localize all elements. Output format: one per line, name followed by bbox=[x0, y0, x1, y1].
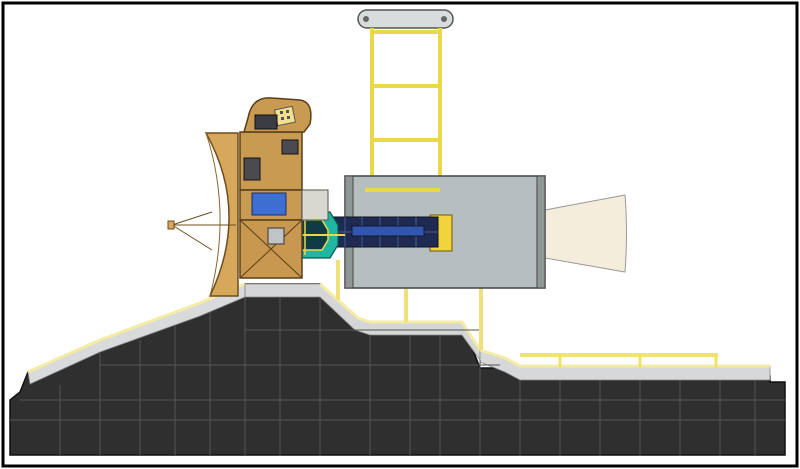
dish-antenna bbox=[167, 132, 239, 297]
stand-panel-grid bbox=[10, 297, 785, 455]
spacecraft-bus bbox=[239, 97, 329, 279]
stand-edge-center bbox=[318, 282, 482, 351]
payload-module bbox=[329, 214, 453, 252]
cylinder-supports bbox=[336, 260, 483, 350]
hoist-beam-pin-right bbox=[441, 16, 447, 22]
dish-feed bbox=[167, 220, 175, 230]
engine-nozzle bbox=[544, 194, 627, 273]
hoist-beam-pin-left bbox=[363, 16, 369, 22]
hoist-beam bbox=[357, 9, 454, 29]
stand-edge-right bbox=[479, 348, 770, 368]
bus-blue-panel bbox=[251, 192, 287, 216]
